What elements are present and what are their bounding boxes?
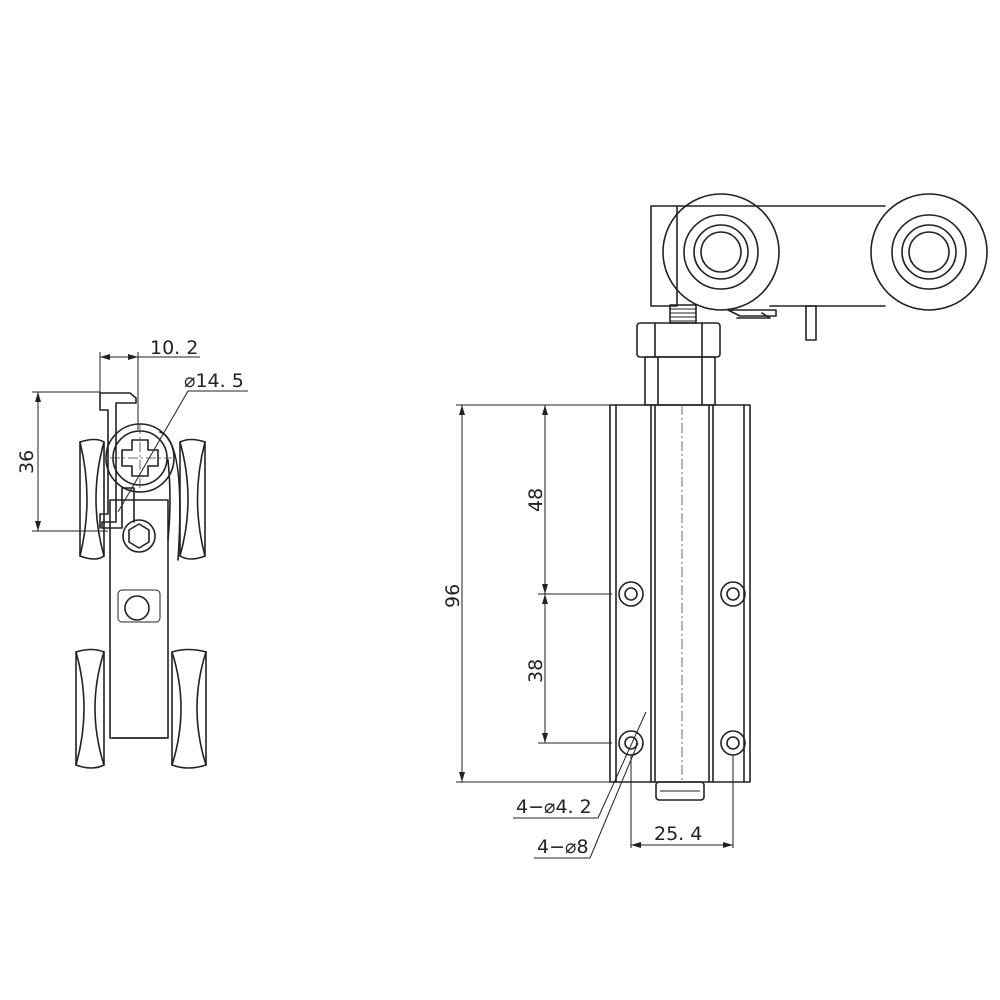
dim-label-hole-small: 4−⌀4. 2 bbox=[516, 796, 592, 818]
front-dim-total-height: 96 bbox=[442, 404, 610, 783]
dim-label-wheel-diameter: ⌀14. 5 bbox=[184, 370, 244, 392]
side-dim-width: 10. 2 bbox=[99, 337, 200, 430]
side-view: 10. 2 ⌀14. 5 36 bbox=[16, 337, 248, 769]
dim-label-hole-large: 4−⌀8 bbox=[537, 836, 589, 858]
side-upper-wheels bbox=[79, 431, 206, 561]
dim-label-width: 10. 2 bbox=[150, 337, 198, 359]
front-stud-nut bbox=[636, 304, 721, 406]
dim-label-hole-pitch: 25. 4 bbox=[654, 823, 702, 845]
dim-label-lower-spacing: 38 bbox=[525, 659, 547, 683]
front-dim-hole-large: 4−⌀8 bbox=[534, 742, 639, 859]
side-dim-wheel-diameter: ⌀14. 5 bbox=[117, 370, 248, 513]
dim-label-height: 36 bbox=[16, 450, 38, 474]
front-dim-hole-pitch: 25. 4 bbox=[630, 755, 734, 848]
front-trolley bbox=[650, 193, 988, 341]
front-view: 96 48 38 4−⌀4. 2 4−⌀8 bbox=[442, 193, 988, 859]
dim-label-total-height: 96 bbox=[442, 584, 464, 608]
front-mounting-holes bbox=[618, 581, 746, 756]
side-rail-bracket bbox=[99, 392, 175, 529]
front-bracket-body bbox=[609, 404, 751, 801]
side-carrier-plate bbox=[109, 499, 169, 739]
front-dim-upper-spacing: 48 bbox=[525, 405, 612, 595]
front-dim-hole-small: 4−⌀4. 2 bbox=[513, 711, 647, 819]
dim-label-upper-spacing: 48 bbox=[525, 488, 547, 512]
side-dim-height: 36 bbox=[16, 391, 108, 532]
front-dim-lower-spacing: 38 bbox=[525, 594, 612, 744]
side-lower-wheels bbox=[75, 648, 207, 769]
